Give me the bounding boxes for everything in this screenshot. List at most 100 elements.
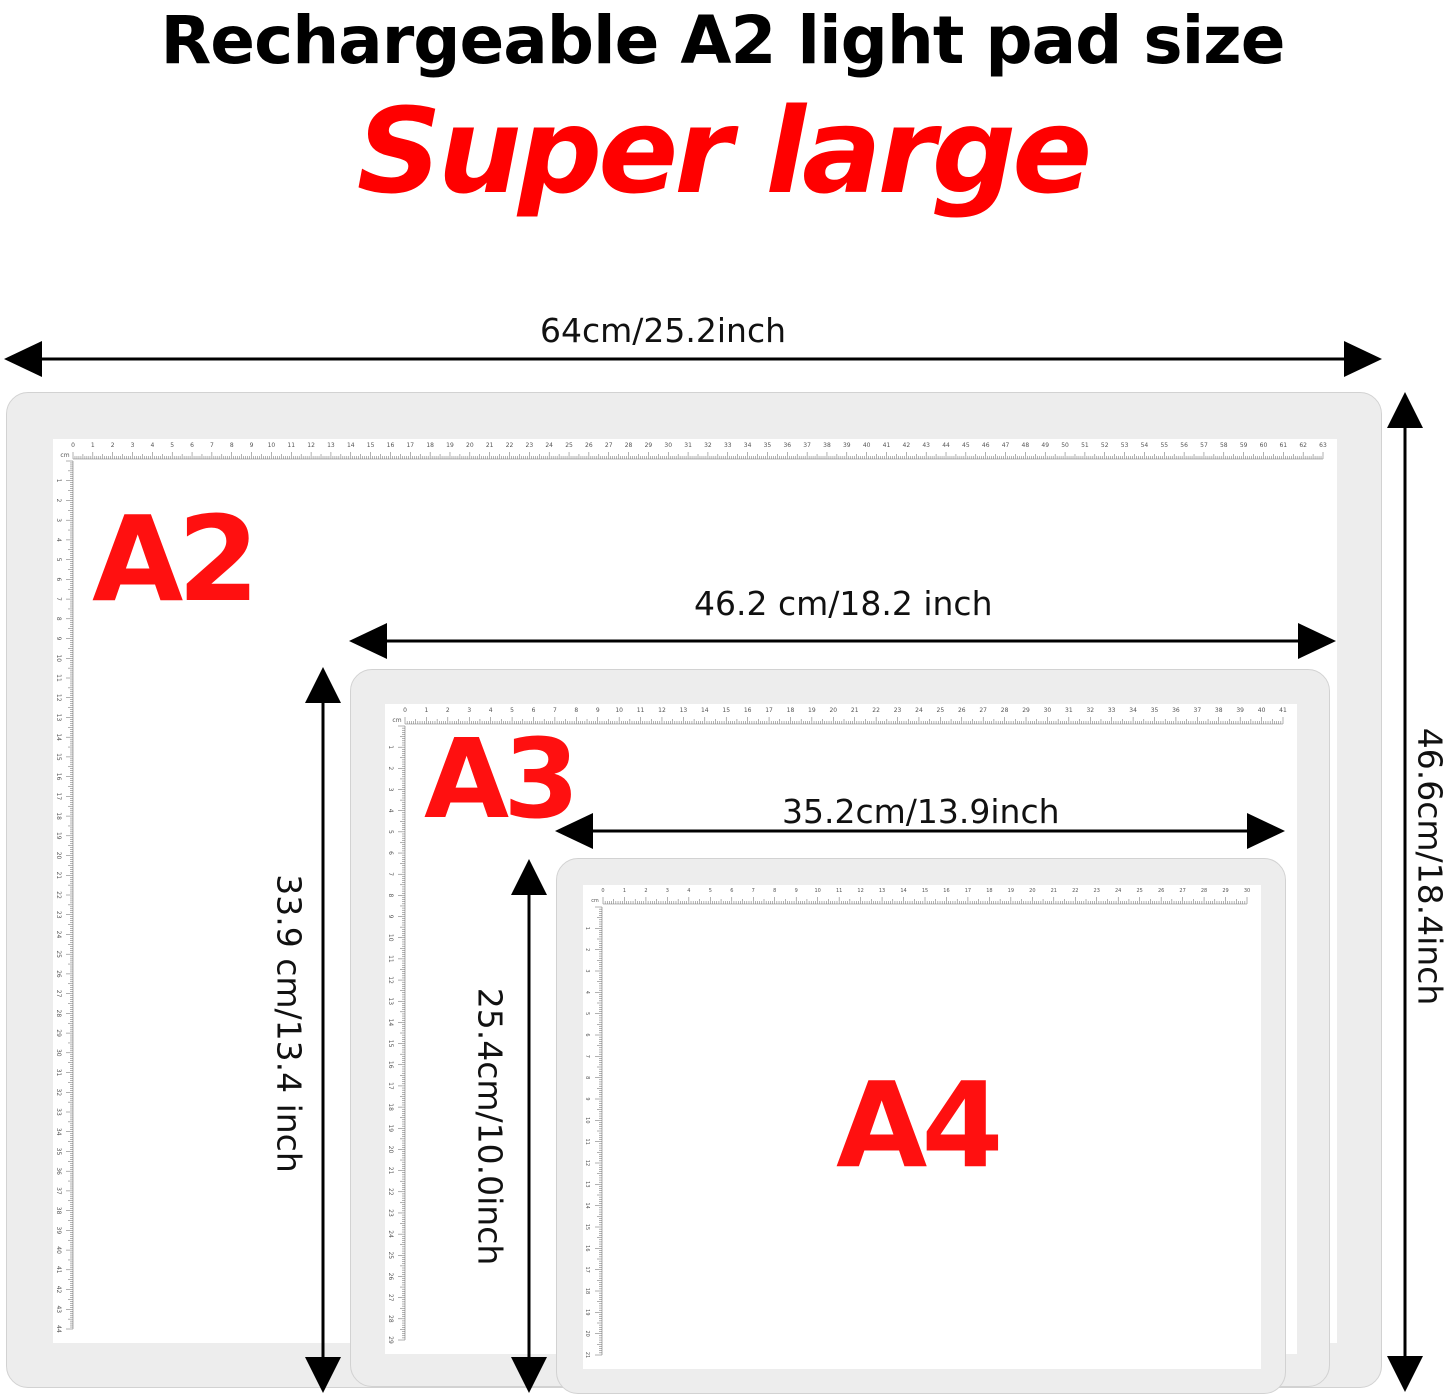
svg-text:3: 3 [131, 442, 135, 449]
svg-text:2: 2 [446, 707, 450, 714]
svg-text:23: 23 [526, 442, 534, 449]
svg-text:38: 38 [823, 442, 831, 449]
svg-text:13: 13 [55, 714, 62, 722]
svg-text:18: 18 [787, 707, 795, 714]
svg-text:33: 33 [1108, 707, 1116, 714]
a3-width-arrow [349, 623, 1336, 659]
svg-text:46: 46 [982, 442, 990, 449]
svg-text:31: 31 [55, 1069, 62, 1077]
svg-text:21: 21 [1051, 888, 1057, 894]
svg-text:1: 1 [584, 927, 590, 930]
svg-text:23: 23 [894, 707, 902, 714]
svg-text:38: 38 [55, 1207, 62, 1215]
a3-width-label: 46.2 cm/18.2 inch [694, 584, 993, 623]
svg-text:22: 22 [872, 707, 880, 714]
svg-text:25: 25 [937, 707, 945, 714]
svg-text:7: 7 [752, 888, 755, 894]
svg-text:19: 19 [55, 832, 62, 840]
svg-text:26: 26 [585, 442, 593, 449]
svg-text:5: 5 [584, 1012, 590, 1015]
svg-text:13: 13 [584, 1181, 590, 1187]
svg-text:50: 50 [1061, 442, 1069, 449]
a4-width-label: 35.2cm/13.9inch [782, 792, 1060, 831]
svg-text:39: 39 [55, 1227, 62, 1235]
a2-width-label: 64cm/25.2inch [540, 311, 787, 350]
a3-ruler-left: 1234567891011121314151617181920212223242… [387, 725, 406, 1344]
page-subtitle: Super large [356, 82, 1093, 220]
svg-text:6: 6 [730, 888, 733, 894]
svg-text:39: 39 [843, 442, 851, 449]
a4-height-label: 25.4cm/10.0inch [470, 987, 510, 1266]
svg-text:10: 10 [268, 442, 276, 449]
svg-text:25: 25 [1136, 888, 1142, 894]
svg-text:9: 9 [795, 888, 798, 894]
svg-text:61: 61 [1279, 442, 1287, 449]
svg-text:55: 55 [1160, 442, 1168, 449]
svg-text:1: 1 [387, 745, 394, 749]
svg-text:40: 40 [863, 442, 871, 449]
svg-text:8: 8 [584, 1076, 590, 1079]
svg-text:54: 54 [1141, 442, 1149, 449]
svg-text:20: 20 [584, 1330, 590, 1336]
svg-text:37: 37 [55, 1187, 62, 1195]
svg-text:26: 26 [1158, 888, 1164, 894]
svg-text:4: 4 [584, 991, 590, 994]
svg-text:37: 37 [1194, 707, 1202, 714]
svg-text:27: 27 [387, 1294, 394, 1302]
a2-ruler-left: 1234567891011121314151617181920212223242… [55, 460, 74, 1333]
svg-text:12: 12 [584, 1160, 590, 1166]
svg-text:21: 21 [387, 1167, 394, 1175]
svg-text:25: 25 [387, 1251, 394, 1259]
svg-text:20: 20 [1029, 888, 1035, 894]
svg-text:12: 12 [857, 888, 863, 894]
svg-text:28: 28 [387, 1315, 394, 1323]
a4-height-arrow [511, 859, 547, 1393]
svg-text:36: 36 [783, 442, 791, 449]
svg-text:22: 22 [1072, 888, 1078, 894]
svg-text:7: 7 [584, 1055, 590, 1058]
svg-text:16: 16 [744, 707, 752, 714]
svg-text:27: 27 [55, 990, 62, 998]
svg-text:5: 5 [387, 830, 394, 834]
svg-text:23: 23 [1094, 888, 1100, 894]
svg-text:43: 43 [55, 1305, 62, 1313]
svg-text:11: 11 [55, 674, 62, 682]
svg-text:14: 14 [387, 1019, 394, 1027]
svg-text:4: 4 [387, 809, 394, 813]
svg-text:62: 62 [1299, 442, 1307, 449]
svg-text:6: 6 [387, 851, 394, 855]
svg-text:6: 6 [532, 707, 536, 714]
a3-height-label: 33.9 cm/13.4 inch [269, 874, 309, 1173]
svg-text:17: 17 [387, 1082, 394, 1090]
svg-text:41: 41 [883, 442, 891, 449]
svg-text:cm: cm [591, 898, 599, 904]
svg-text:16: 16 [387, 1061, 394, 1069]
svg-text:15: 15 [922, 888, 928, 894]
svg-text:30: 30 [55, 1049, 62, 1057]
svg-text:36: 36 [1172, 707, 1180, 714]
svg-text:16: 16 [55, 773, 62, 781]
svg-text:7: 7 [55, 597, 62, 601]
svg-text:8: 8 [55, 617, 62, 621]
svg-text:45: 45 [962, 442, 970, 449]
svg-text:9: 9 [596, 707, 600, 714]
svg-text:42: 42 [55, 1286, 62, 1294]
a4-label: A4 [836, 1056, 1003, 1194]
svg-text:24: 24 [387, 1230, 394, 1238]
svg-text:1: 1 [623, 888, 626, 894]
a2-label: A2 [92, 490, 259, 628]
svg-text:1: 1 [55, 479, 62, 483]
svg-text:13: 13 [387, 997, 394, 1005]
svg-text:4: 4 [150, 442, 154, 449]
svg-text:19: 19 [446, 442, 454, 449]
svg-text:47: 47 [1002, 442, 1010, 449]
svg-text:28: 28 [55, 1010, 62, 1018]
svg-text:17: 17 [55, 793, 62, 801]
svg-text:7: 7 [387, 872, 394, 876]
svg-text:30: 30 [664, 442, 672, 449]
svg-text:20: 20 [466, 442, 474, 449]
svg-text:4: 4 [489, 707, 493, 714]
svg-text:56: 56 [1180, 442, 1188, 449]
